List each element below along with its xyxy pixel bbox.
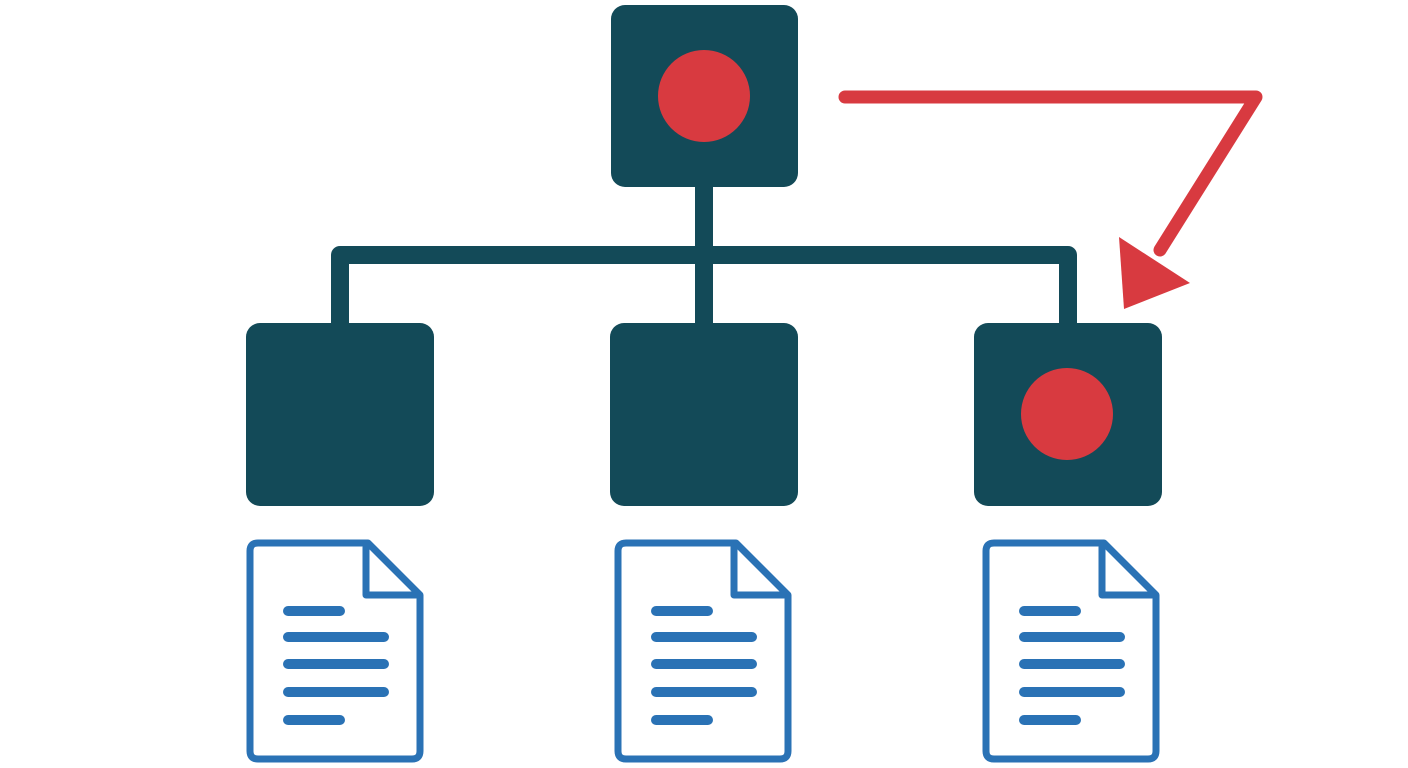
- node-child-3: [974, 323, 1162, 506]
- document-2: [614, 539, 792, 763]
- document-3: [982, 539, 1160, 763]
- tree-connectors: [331, 186, 1077, 326]
- connector-horizontal-bar: [331, 246, 1077, 326]
- node-root-marker: [658, 50, 750, 142]
- node-child-1: [246, 323, 434, 506]
- node-root: [611, 5, 798, 187]
- node-child-1-box: [246, 323, 434, 506]
- document-icon: [614, 539, 792, 763]
- node-child-2-box: [610, 323, 798, 506]
- node-child-3-marker: [1021, 368, 1113, 460]
- move-arrow-head: [1119, 237, 1190, 309]
- document-1: [246, 539, 424, 763]
- move-arrow-line: [838, 90, 1263, 257]
- move-arrow: [838, 90, 1263, 309]
- node-child-2: [610, 323, 798, 506]
- document-icon: [982, 539, 1160, 763]
- document-icon: [246, 539, 424, 763]
